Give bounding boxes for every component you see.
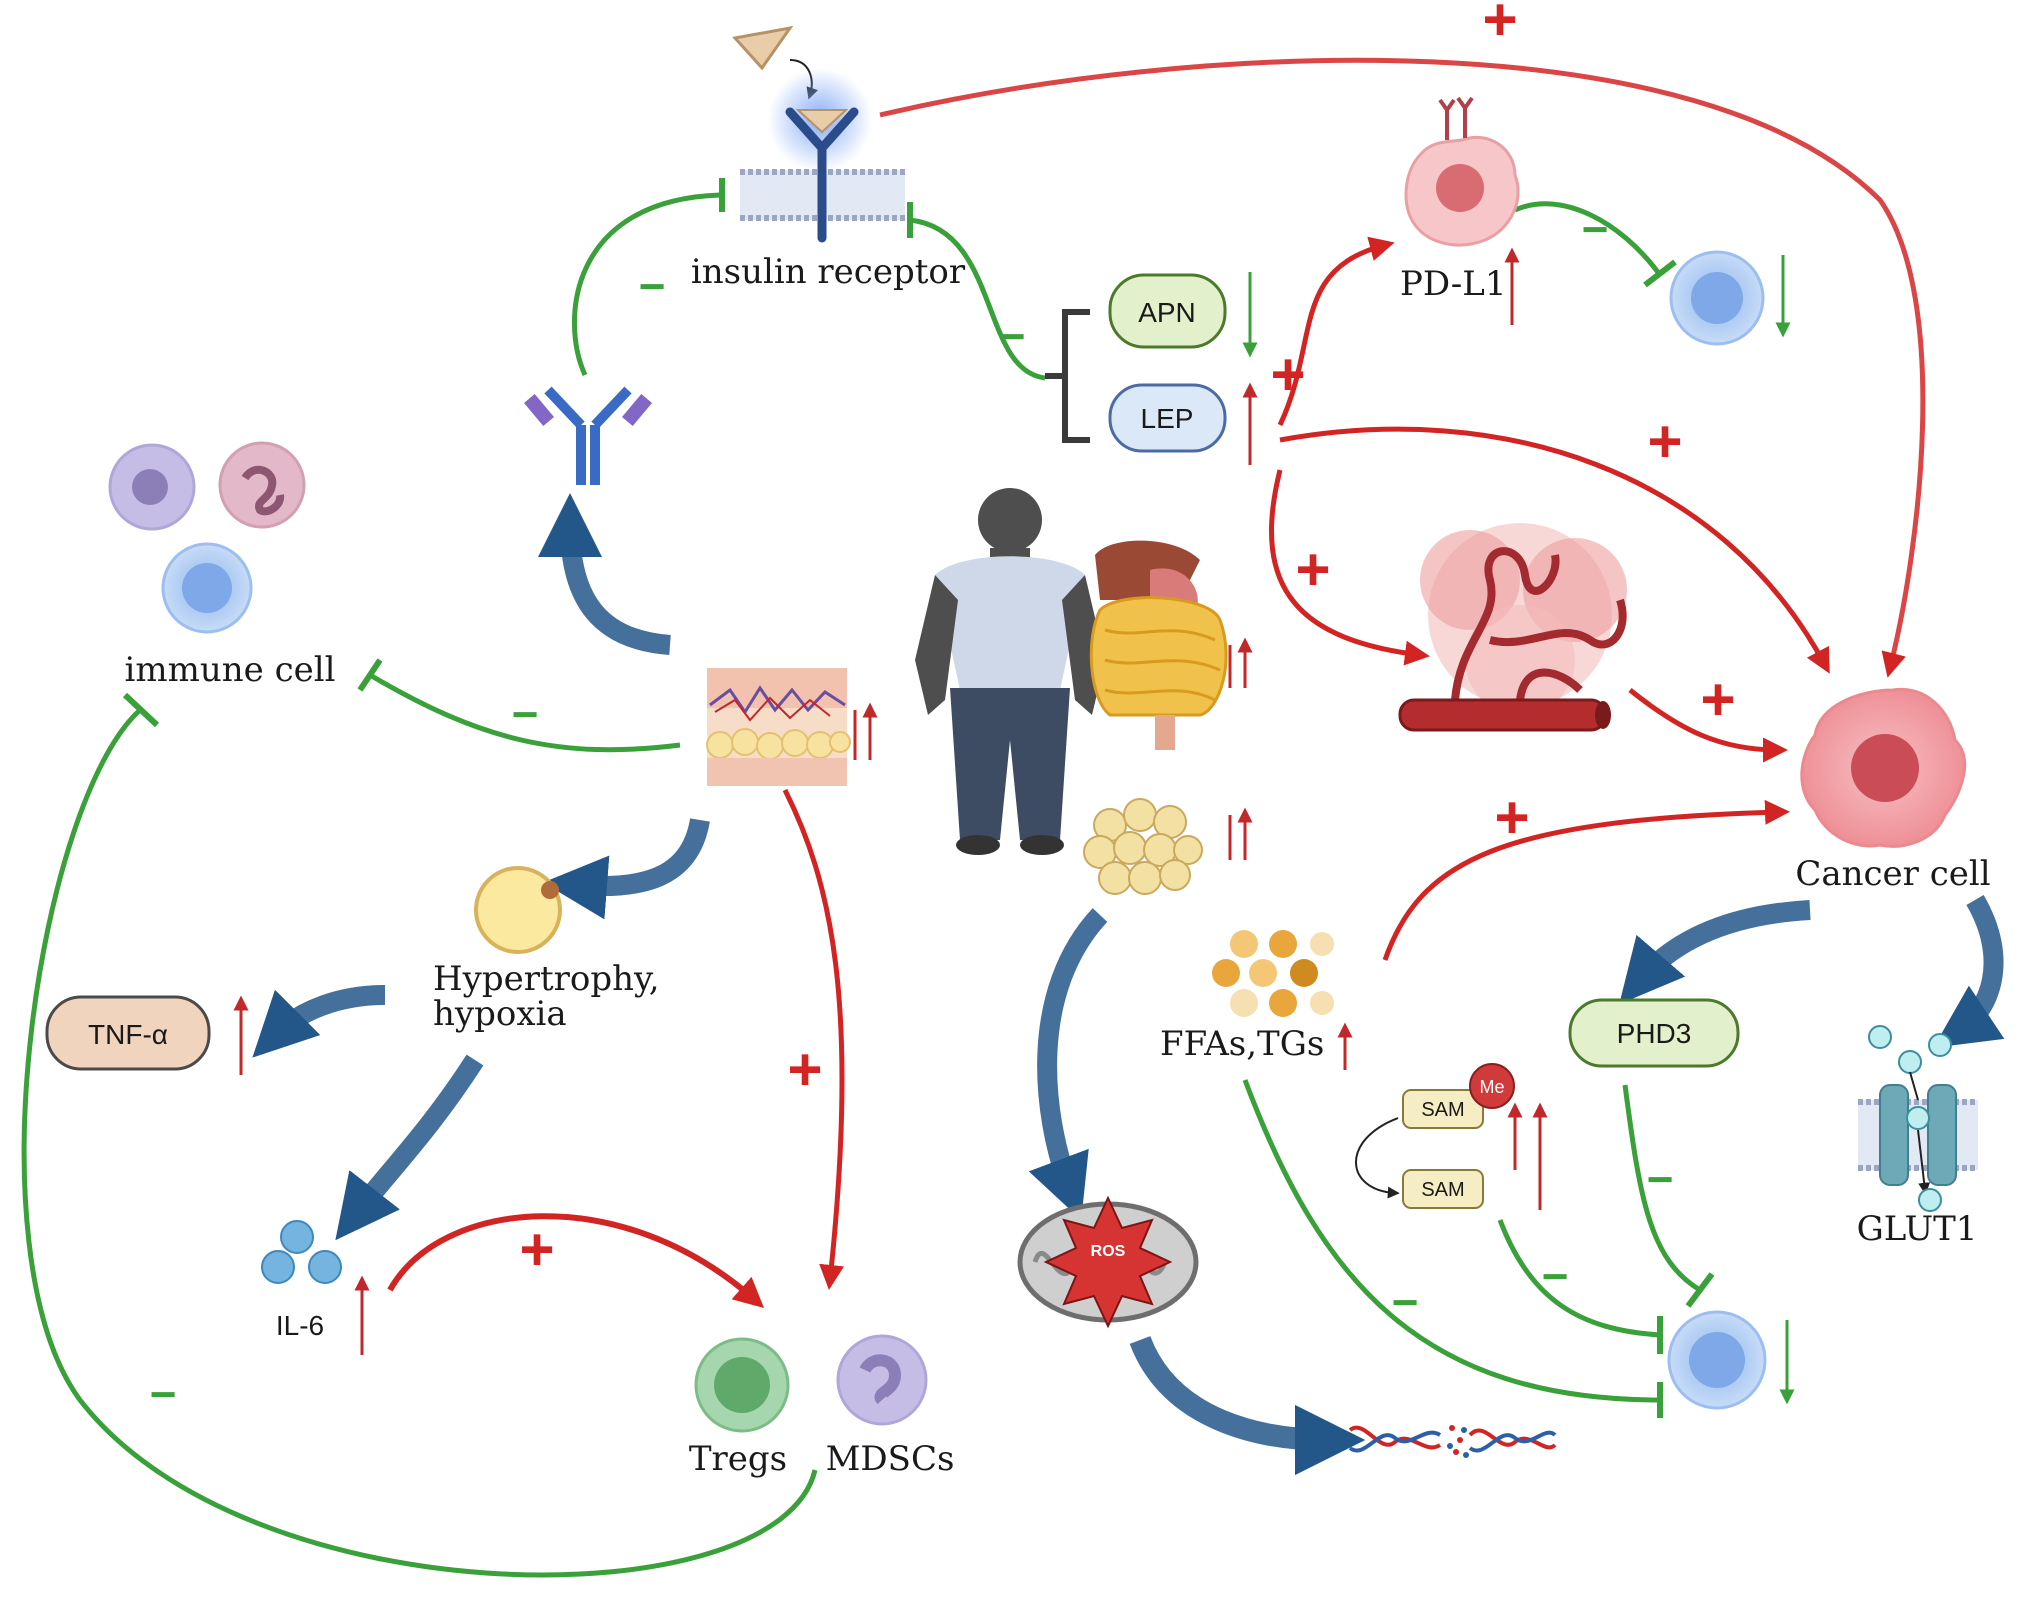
- plus-signs: + + + + + + + +: [519, 0, 1735, 1283]
- arrow-ffas-to-cancer: [1382, 799, 1790, 961]
- immune-cell-label: immune cell: [125, 650, 336, 690]
- adipose-tissue-icon: [706, 668, 870, 786]
- pd-l1-cell-icon: PD-L1: [1400, 96, 1520, 325]
- sam-methylation-group: SAM Me SAM: [1355, 1063, 1548, 1210]
- glucose-molecule-icon: [1928, 1033, 1952, 1057]
- plus-sign: +: [1700, 666, 1735, 733]
- ffas-tgs-label: FFAs,TGs: [1160, 1024, 1324, 1064]
- insulin-receptor-label: insulin receptor: [691, 252, 966, 292]
- arrow-lep-to-cancer: [1279, 426, 1830, 674]
- apn-node: APN: [1108, 272, 1258, 358]
- me-label: Me: [1479, 1077, 1504, 1097]
- flow-hypertrophy-to-il6: [335, 1054, 484, 1241]
- inhibit-adipose-to-immune: [368, 672, 681, 753]
- phd3-label: PHD3: [1617, 1018, 1692, 1049]
- plus-sign: +: [787, 1036, 822, 1103]
- inhibit-apn-to-receptor: [909, 217, 1046, 381]
- insulin-receptor-group: insulin receptor: [691, 25, 966, 292]
- plus-sign: +: [1295, 536, 1330, 603]
- inhibit-pdl1-to-tcell: [1513, 201, 1663, 277]
- plus-sign: +: [1647, 408, 1682, 475]
- arrow-insulin-to-cancer: [879, 57, 1926, 678]
- flow-hypertrophy-to-tnf: [252, 985, 386, 1058]
- flow-adipose-to-antibody: [538, 493, 671, 655]
- tnf-alpha-label: TNF-α: [88, 1019, 168, 1050]
- apn-lep-bracket: [1045, 309, 1090, 443]
- tumor-angiogenesis-icon: [1398, 523, 1627, 732]
- apn-label: APN: [1138, 297, 1196, 328]
- hypertrophy-label: Hypertrophy,: [433, 959, 660, 999]
- minus-signs: − − − − − − − −: [150, 203, 1674, 1420]
- cancer-cell-label: Cancer cell: [1795, 854, 1990, 894]
- insulin-ligand-icon: [732, 25, 794, 71]
- glut1-label: GLUT1: [1857, 1209, 1978, 1249]
- inhibit-mdscs-to-immune: [21, 708, 818, 1578]
- hypoxia-label: hypoxia: [433, 994, 567, 1034]
- minus-sign: −: [1392, 1276, 1419, 1328]
- minus-sign: −: [1647, 1153, 1674, 1205]
- t-cell-icon: [1669, 250, 1791, 346]
- cancer-cell-icon: Cancer cell: [1795, 687, 1991, 894]
- adipocyte-cluster-icon: [1083, 645, 1245, 895]
- minus-sign: −: [999, 310, 1026, 362]
- pd-l1-label: PD-L1: [1400, 264, 1506, 304]
- antibody-icon: [523, 386, 653, 485]
- ros-burst-icon: [1043, 1195, 1173, 1329]
- inhibit-phd3-to-tcell: [1622, 1084, 1702, 1293]
- plus-sign: +: [1482, 0, 1517, 53]
- il6-molecules-icon: IL-6: [261, 1220, 370, 1355]
- flow-mitochondria-to-dna: [1129, 1335, 1366, 1476]
- treg-cell-icon: Tregs: [689, 1337, 790, 1479]
- glucose-molecule-icon: [1898, 1050, 1922, 1074]
- glucose-molecule-icon: [1868, 1025, 1892, 1049]
- flow-adipocytes-to-mitochondria: [1028, 908, 1108, 1220]
- flow-adipose-to-hypertrophy: [543, 817, 710, 920]
- ros-label: ROS: [1091, 1243, 1126, 1260]
- mdsc-cell-icon: MDSCs: [826, 1334, 955, 1479]
- tregs-label: Tregs: [689, 1439, 787, 1479]
- plus-sign: +: [1494, 784, 1529, 851]
- inhibit-sam-to-tcell: [1497, 1219, 1661, 1338]
- minus-sign: −: [512, 688, 539, 740]
- flow-cancer-to-phd3: [1619, 900, 1811, 1005]
- arrow-il6-to-tregs: [387, 1213, 764, 1308]
- fatty-acid-droplets-icon: FFAs,TGs: [1160, 930, 1353, 1070]
- organs-visceral-fat-icon: [1089, 540, 1228, 750]
- arrow-lep-to-angio: [1269, 469, 1430, 666]
- sam-bottom-label: SAM: [1421, 1179, 1464, 1201]
- t-cell-icon: [1667, 1310, 1795, 1410]
- minus-sign: −: [1582, 203, 1609, 255]
- arrow-adipose-to-mdscs: [782, 788, 845, 1290]
- inhibit-antibody-to-receptor: [571, 192, 721, 377]
- phd3-node: PHD3: [1568, 998, 1740, 1068]
- lep-node: LEP: [1108, 382, 1258, 465]
- obese-person-icon: [915, 488, 1105, 855]
- glucose-molecule-icon: [1918, 1188, 1942, 1212]
- arrow-angio-to-cancer: [1628, 688, 1788, 763]
- glut1-transporter-icon: GLUT1: [1857, 1025, 1978, 1249]
- minus-sign: −: [150, 1368, 177, 1420]
- flow-cancer-to-glut1: [1933, 894, 2005, 1048]
- inhibit-ffas-to-tcell: [1242, 1079, 1661, 1403]
- immune-cells-icon: immune cell: [108, 441, 336, 690]
- lep-label: LEP: [1141, 403, 1194, 434]
- mitochondria-icon: ROS: [1017, 1195, 1199, 1329]
- insulin-receptor-icon: [785, 107, 859, 243]
- tnf-alpha-node: TNF-α: [45, 995, 249, 1075]
- minus-sign: −: [639, 260, 666, 312]
- mdscs-label: MDSCs: [826, 1439, 955, 1479]
- dna-damage-icon: [1348, 1425, 1557, 1458]
- hypertrophic-adipocyte-icon: Hypertrophy, hypoxia: [433, 866, 660, 1034]
- il6-label: IL-6: [276, 1310, 324, 1341]
- plus-sign: +: [1270, 341, 1305, 408]
- arrow-lep-to-pdl1: [1277, 236, 1395, 427]
- plus-sign: +: [519, 1216, 554, 1283]
- connectors: [21, 57, 2005, 1578]
- sam-top-label: SAM: [1421, 1099, 1464, 1121]
- minus-sign: −: [1542, 1250, 1569, 1302]
